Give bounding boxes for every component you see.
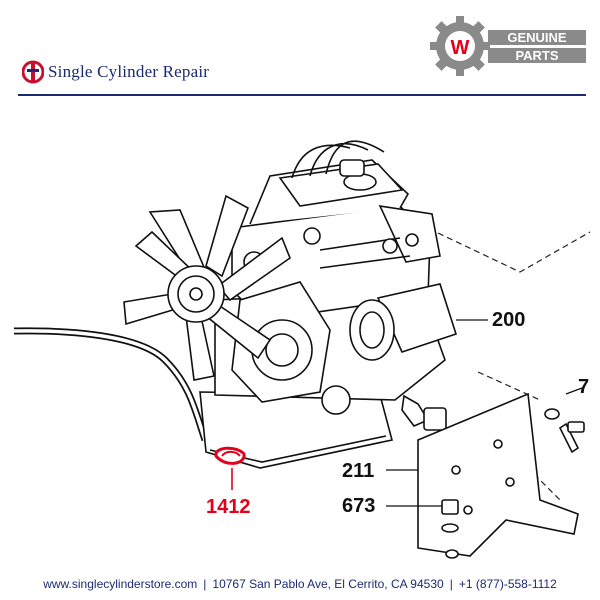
callout-7[interactable]: 7 [578,376,590,398]
engine-assembly [199,140,458,469]
callout-200[interactable]: 200 [492,309,526,331]
cooling-fan [123,194,291,381]
dashed-leader-lines [437,231,591,501]
page-footer: www.singlecylinderstore.com | 10767 San … [0,568,600,600]
brand-name: Single Cylinder Repair [48,62,210,81]
callout-211[interactable]: 211 [342,460,375,482]
footer-address: 10767 San Pablo Ave, El Cerrito, CA 9453… [212,577,444,591]
radiator-hose [13,327,209,442]
gear-icon [430,16,490,76]
footer-website-link[interactable]: www.singlecylinderstore.com [43,577,198,591]
nut-and-washer [441,499,459,559]
engine-parts-diagram [13,140,591,559]
bolt-and-washer [544,408,585,454]
badge-letter: W [451,37,470,59]
mounting-bracket [417,392,579,557]
brand-logo[interactable]: Single Cylinder Repair [22,52,262,92]
footer-separator: | [449,577,453,591]
callout-673[interactable]: 673 [342,495,376,517]
oil-pressure-sensor [401,394,447,431]
footer-separator: | [203,577,207,591]
footer-phone-link[interactable]: +1 (877)-558-1112 [458,577,557,591]
badge-line2: PARTS [515,48,558,63]
brand-mark-icon [22,60,44,84]
callout-leader-lines [386,319,583,507]
header-divider [18,94,586,96]
genuine-parts-badge: W GENUINE PARTS [430,16,586,76]
part-1412-clamp[interactable] [214,446,246,490]
badge-line1: GENUINE [507,30,567,45]
page-header: Single Cylinder Repair W GENUINE PARTS [0,0,600,100]
callout-1412[interactable]: 1412 [206,496,251,518]
